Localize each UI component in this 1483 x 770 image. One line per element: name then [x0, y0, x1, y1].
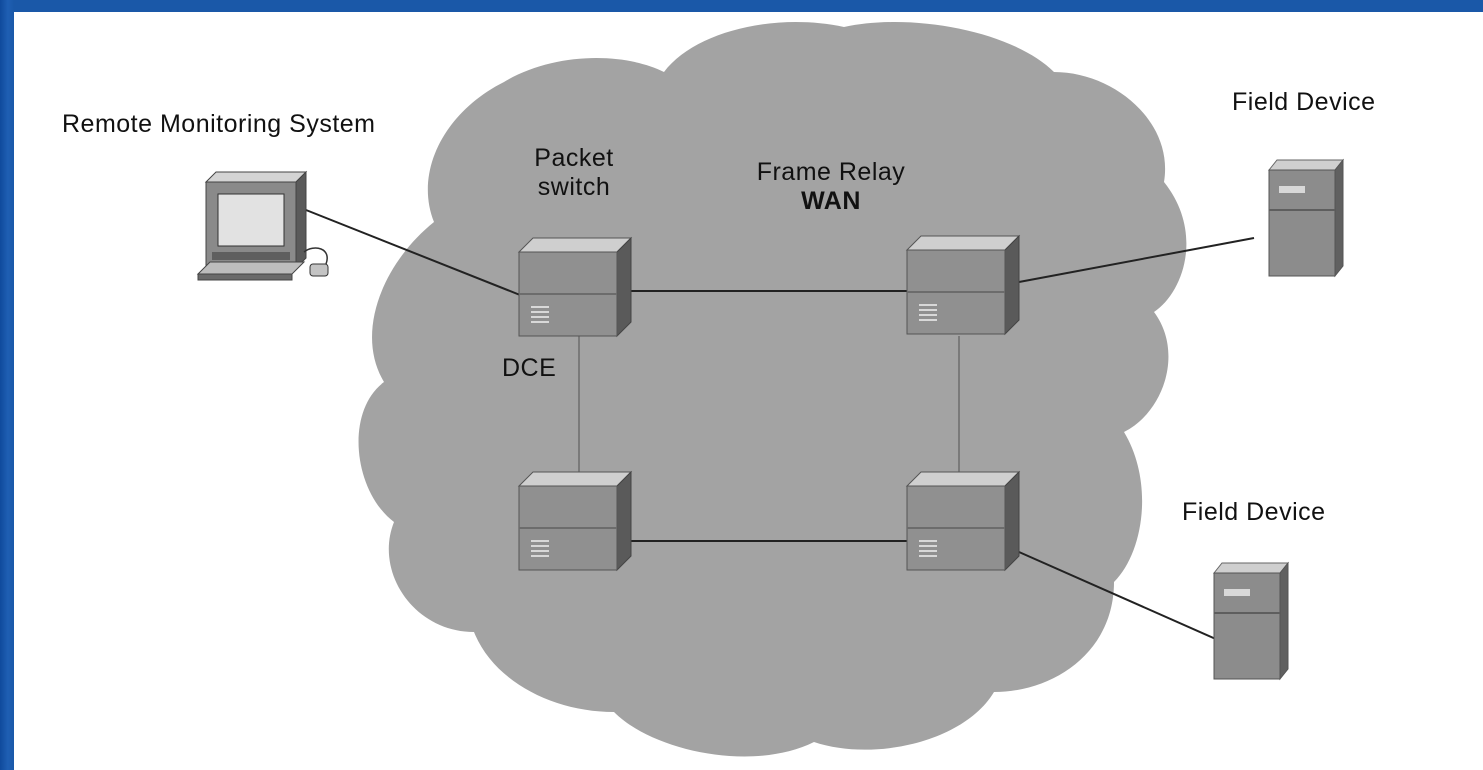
link-switch-tr-to-field-top	[1018, 237, 1255, 283]
field-device-top-label: Field Device	[1232, 88, 1376, 116]
link-switch-br-to-field-bottom	[1018, 551, 1219, 641]
packet-switch-label: Packet switch	[510, 144, 638, 202]
frame-relay-label-line1: Frame Relay	[756, 158, 906, 186]
link-pc-to-switch-tl	[305, 209, 521, 296]
packet-switch-bottom-right-icon	[906, 471, 1020, 571]
field-device-bottom-label: Field Device	[1182, 498, 1326, 526]
vertical-links	[578, 336, 960, 472]
remote-monitoring-label: Remote Monitoring System	[62, 110, 376, 138]
packet-switch-top-right-icon	[906, 235, 1020, 335]
computer-icon	[196, 170, 329, 281]
diagram-canvas: Remote Monitoring System Packet switch F…	[14, 12, 1483, 770]
links	[305, 209, 1255, 641]
packet-switch-label-line1: Packet	[534, 144, 614, 172]
field-device-top-icon	[1268, 159, 1344, 277]
packet-switch-bottom-left-icon	[518, 471, 632, 571]
network-diagram	[196, 22, 1344, 757]
frame-relay-cloud	[358, 22, 1187, 757]
field-device-bottom-icon	[1213, 562, 1289, 680]
packet-switch-top-left-icon	[518, 237, 632, 337]
dce-label: DCE	[502, 354, 557, 382]
frame-relay-wan-label: Frame Relay WAN	[726, 158, 936, 216]
frame-relay-label-line2: WAN	[801, 187, 861, 215]
packet-switch-label-line2: switch	[537, 173, 611, 201]
